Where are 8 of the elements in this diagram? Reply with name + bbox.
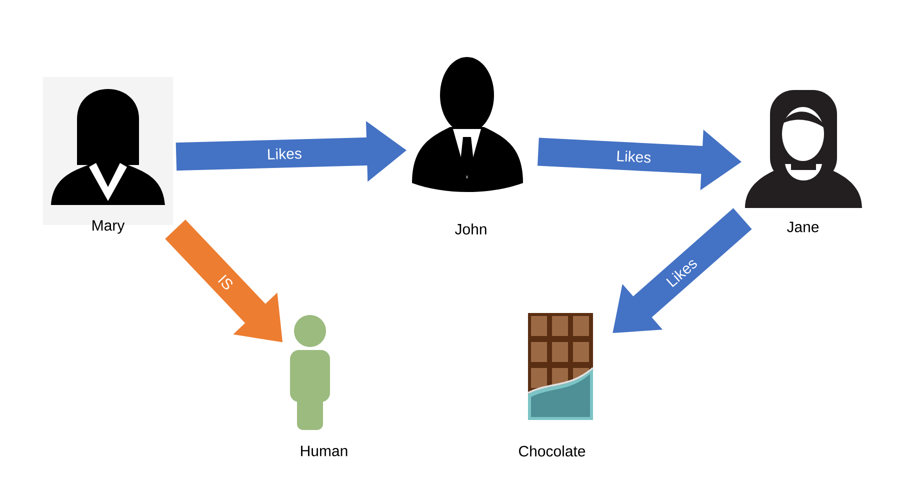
- edge-label: Likes: [617, 150, 651, 163]
- node-label: Human: [301, 446, 348, 456]
- node-label: John: [454, 224, 486, 234]
- edge-label: Likes: [268, 148, 302, 160]
- node-label: Chocolate: [519, 446, 586, 456]
- node-label: Jane: [786, 222, 819, 232]
- node-label: Mary: [92, 220, 125, 234]
- edge-label: IS: [218, 274, 233, 290]
